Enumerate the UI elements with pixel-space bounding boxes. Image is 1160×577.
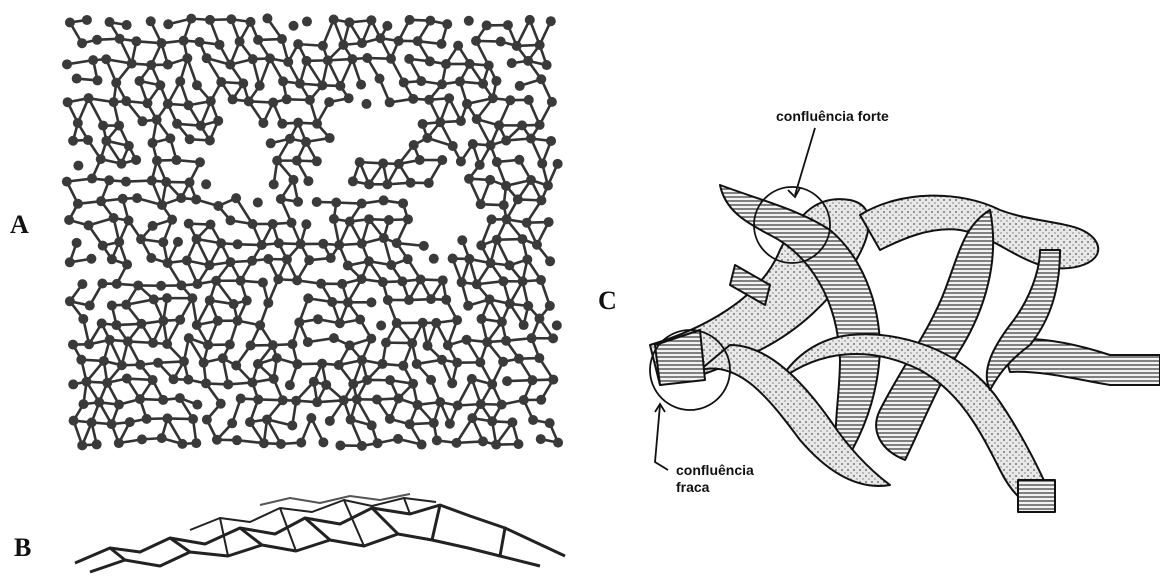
weak-confluence-arrow: [655, 405, 668, 470]
annotation-weak-line1: confluência: [676, 462, 754, 479]
strong-confluence-arrow: [795, 128, 815, 195]
annotation-weak-confluence: confluência fraca: [676, 462, 754, 496]
annotation-strong-confluence: confluência forte: [776, 108, 889, 125]
annotation-weak-line2: fraca: [676, 479, 754, 496]
